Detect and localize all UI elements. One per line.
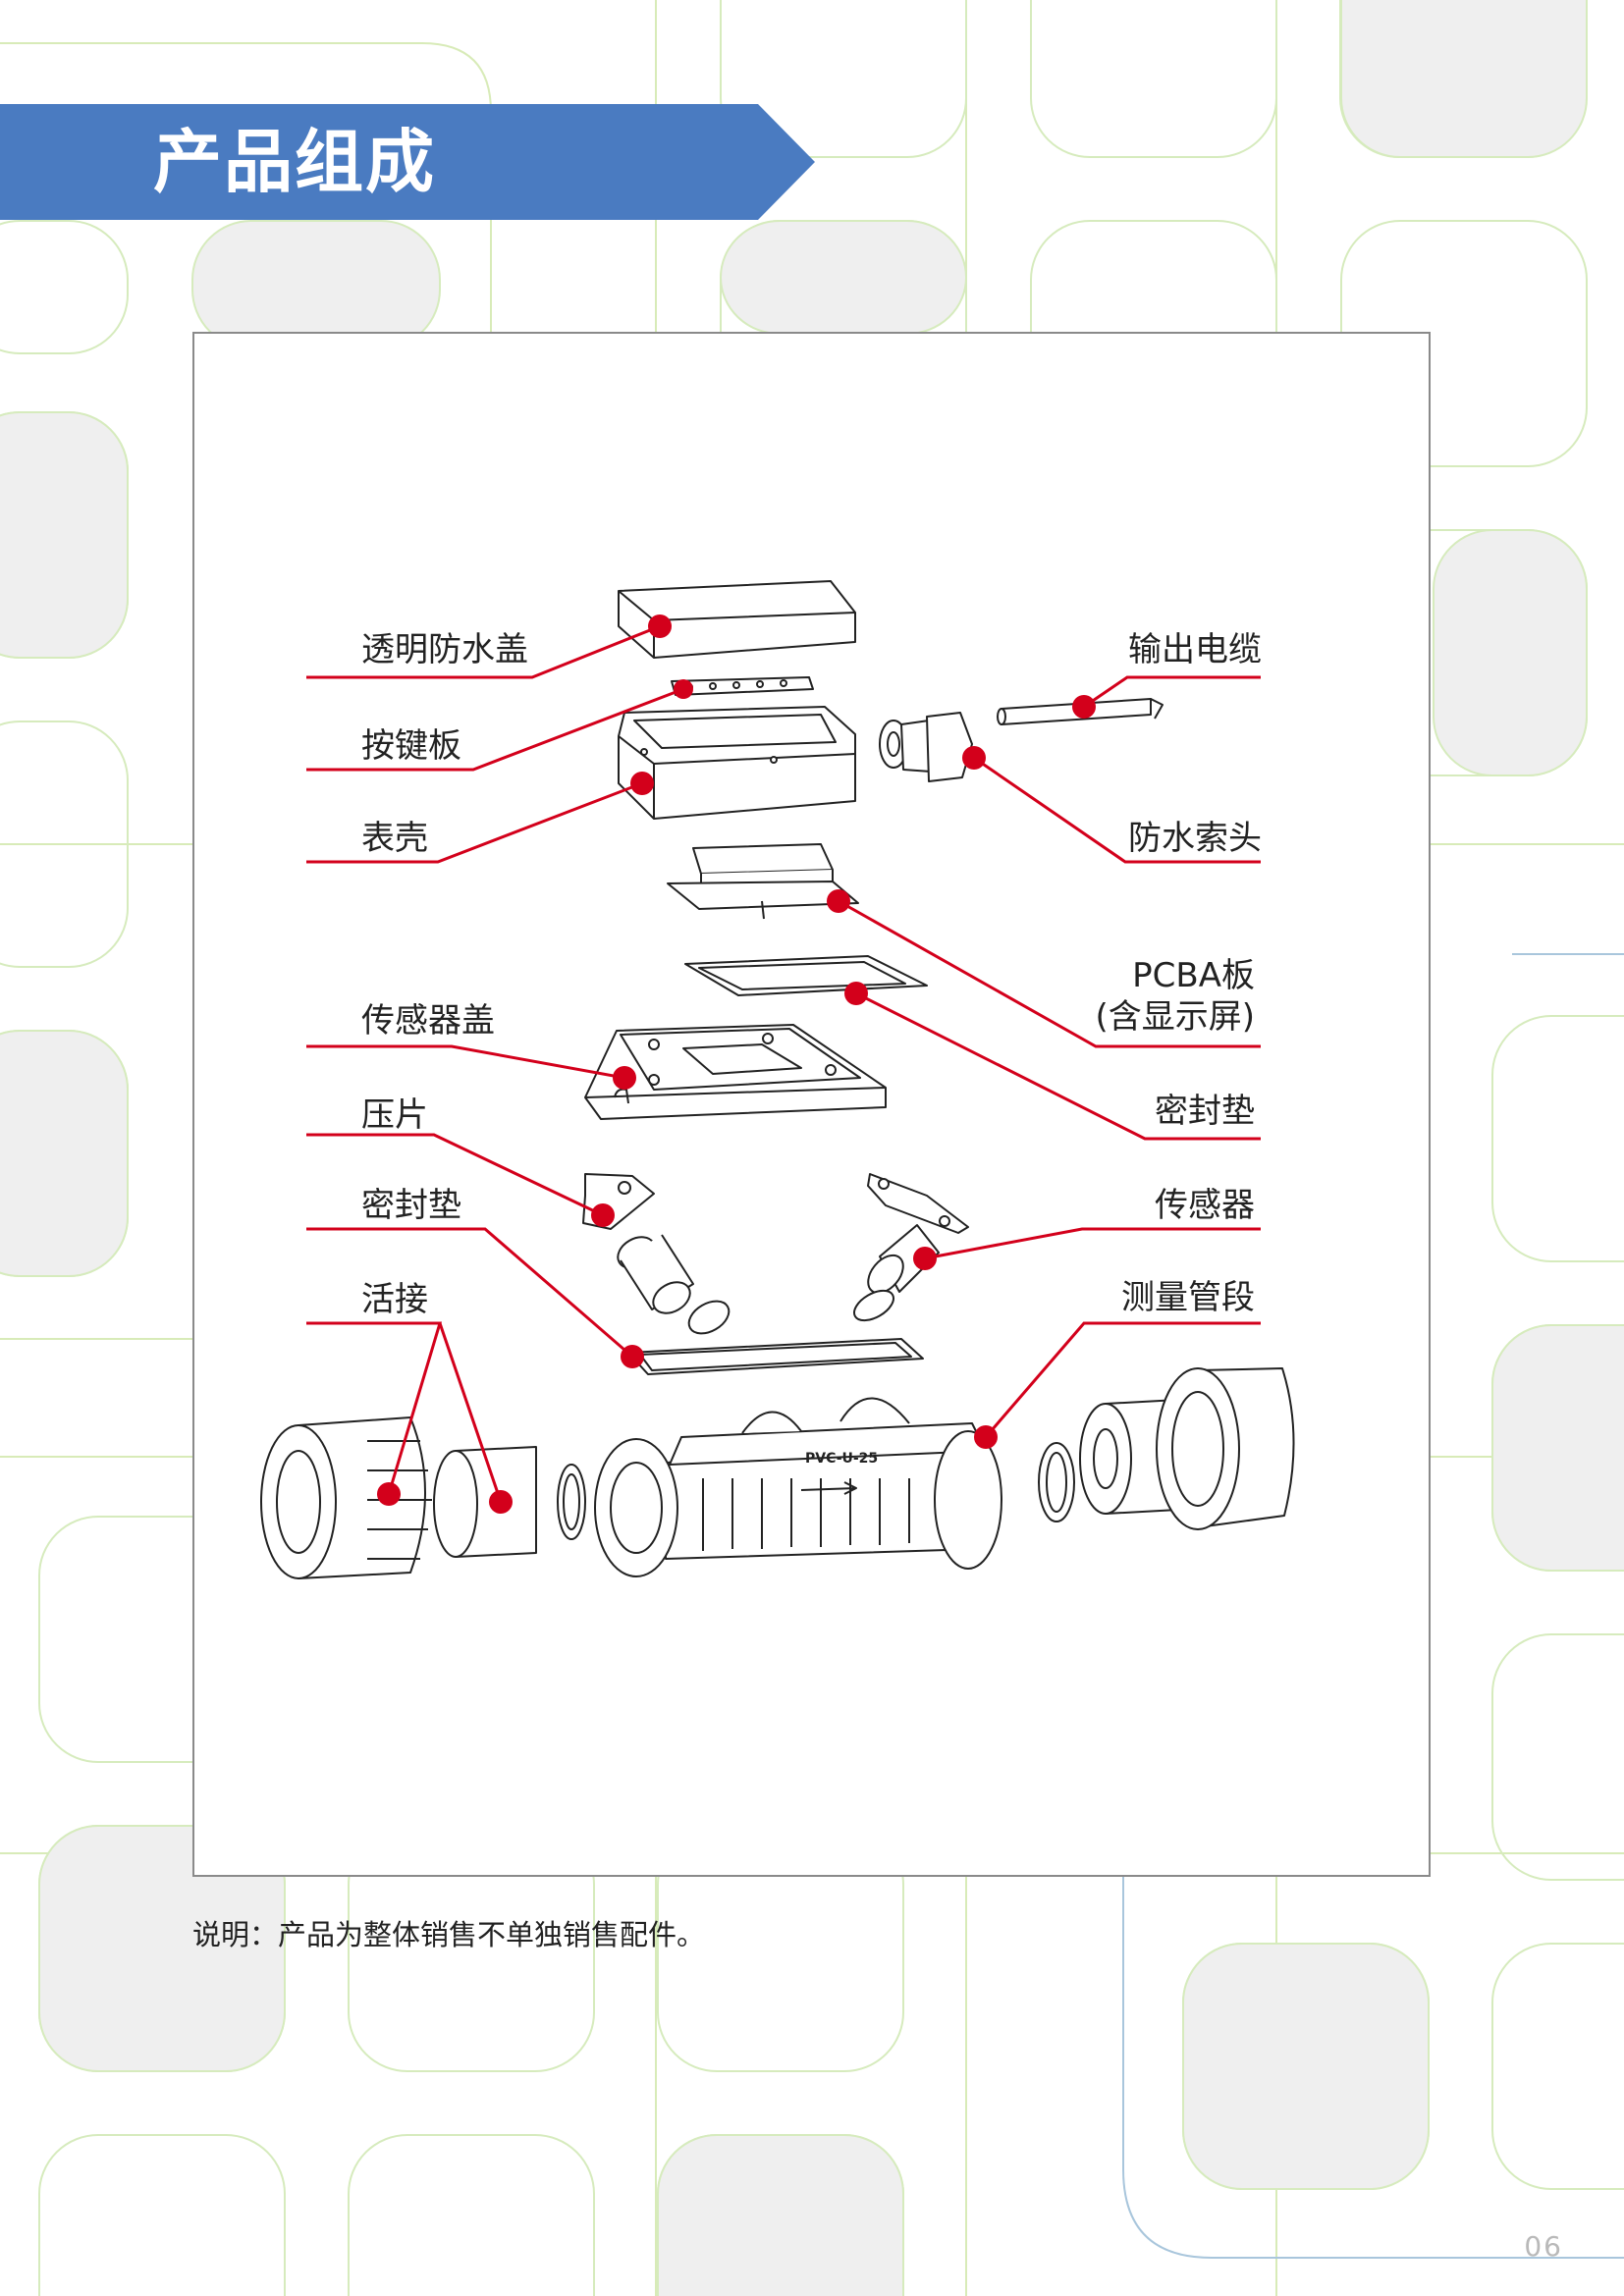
pipe-section-drawing bbox=[594, 1397, 1002, 1577]
pressure-plate-right-drawing bbox=[867, 1173, 969, 1234]
cable-gland-drawing bbox=[879, 712, 973, 782]
callout-dot bbox=[844, 982, 868, 1005]
title-banner bbox=[0, 104, 815, 220]
label-gasket-left: 密封垫 bbox=[361, 1186, 461, 1225]
label-keypad: 按键板 bbox=[361, 726, 461, 766]
label-union: 活接 bbox=[361, 1280, 428, 1319]
union-right-drawing bbox=[1038, 1367, 1295, 1530]
housing-drawing bbox=[618, 706, 856, 820]
callout-dot bbox=[630, 772, 654, 795]
gasket-top-drawing bbox=[684, 955, 928, 996]
page-title: 产品组成 bbox=[153, 122, 436, 202]
keypad-drawing bbox=[671, 676, 814, 696]
label-pcba-line1: PCBA板 bbox=[1132, 956, 1255, 995]
callout-dot bbox=[489, 1490, 513, 1514]
label-gasket-right: 密封垫 bbox=[1155, 1092, 1255, 1131]
label-pipe-section: 测量管段 bbox=[1121, 1278, 1255, 1317]
sensor-cover-drawing bbox=[584, 1024, 887, 1120]
gasket-bottom-drawing bbox=[627, 1338, 924, 1375]
callout-dot bbox=[377, 1482, 401, 1506]
label-housing: 表壳 bbox=[361, 819, 428, 858]
callout-dot bbox=[621, 1345, 644, 1368]
sensor-right-drawing bbox=[853, 1224, 940, 1322]
callout-dot bbox=[1072, 695, 1096, 719]
pipe-marking: PVC-U-25 bbox=[805, 1451, 878, 1467]
callout-dot bbox=[962, 746, 986, 770]
label-pcba-line2: (含显示屏) bbox=[1095, 997, 1255, 1037]
callout-dot bbox=[913, 1247, 937, 1270]
label-pressure-plate: 压片 bbox=[361, 1095, 428, 1135]
label-sensor: 传感器 bbox=[1155, 1186, 1255, 1225]
callout-dot bbox=[648, 614, 672, 638]
page-number: 06 bbox=[1524, 2230, 1563, 2263]
label-transparent-cover: 透明防水盖 bbox=[361, 630, 528, 669]
label-cable-gland: 防水索头 bbox=[1128, 819, 1262, 858]
exploded-view-diagram: PVC-U-25 bbox=[260, 580, 1295, 1579]
callout-dot bbox=[827, 889, 850, 913]
callout-dot bbox=[974, 1425, 998, 1449]
union-left-drawing bbox=[260, 1416, 586, 1579]
label-sensor-cover: 传感器盖 bbox=[361, 1001, 495, 1041]
footnote: 说明：产品为整体销售不单独销售配件。 bbox=[192, 1918, 706, 1951]
callout-dot bbox=[613, 1066, 636, 1090]
label-output-cable: 输出电缆 bbox=[1128, 630, 1262, 669]
sensor-left-drawing bbox=[617, 1234, 731, 1335]
callout-dot bbox=[674, 679, 693, 699]
callout-dot bbox=[591, 1203, 615, 1227]
pcba-drawing bbox=[667, 843, 859, 920]
